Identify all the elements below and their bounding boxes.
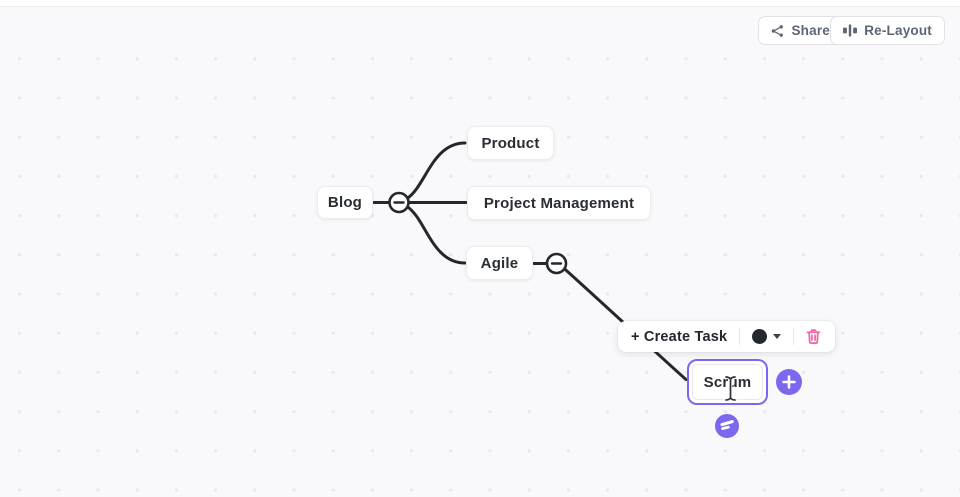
node-project-management[interactable]: Project Management bbox=[467, 186, 651, 220]
share-button-label: Share bbox=[791, 23, 830, 38]
distribute-columns-icon bbox=[843, 24, 858, 37]
plus-icon bbox=[782, 375, 796, 389]
collapse-button-blog[interactable] bbox=[388, 191, 410, 214]
node-scrum-selected[interactable]: Scrum bbox=[687, 359, 768, 405]
chevron-down-icon bbox=[773, 334, 782, 339]
node-label: Agile bbox=[480, 254, 519, 272]
trash-icon bbox=[806, 329, 821, 345]
share-button[interactable]: Share bbox=[758, 16, 843, 45]
node-agile[interactable]: Agile bbox=[466, 246, 533, 280]
toolbar-divider bbox=[793, 328, 795, 345]
share-nodes-icon bbox=[772, 24, 784, 37]
node-label: Project Management bbox=[483, 194, 635, 212]
node-color-picker[interactable] bbox=[740, 329, 793, 344]
color-swatch bbox=[752, 329, 768, 344]
node-label: Blog bbox=[327, 194, 363, 211]
collapse-button-agile[interactable] bbox=[545, 252, 568, 275]
relayout-button-label: Re-Layout bbox=[864, 23, 932, 38]
top-edge-strip bbox=[0, 0, 960, 7]
relayout-button[interactable]: Re-Layout bbox=[830, 16, 945, 45]
node-product[interactable]: Product bbox=[467, 126, 554, 160]
node-label: Scrum bbox=[703, 373, 752, 391]
add-child-button[interactable] bbox=[776, 369, 802, 395]
clickup-mark-badge[interactable] bbox=[715, 414, 739, 438]
node-label: Product bbox=[481, 134, 540, 152]
create-task-button[interactable]: + Create Task bbox=[631, 328, 728, 345]
node-blog[interactable]: Blog bbox=[317, 186, 373, 219]
node-toolbar: + Create Task bbox=[618, 321, 835, 352]
clickup-mark-icon bbox=[720, 420, 734, 430]
delete-node-button[interactable] bbox=[794, 328, 834, 345]
node-scrum-input[interactable]: Scrum bbox=[692, 364, 763, 400]
toolbar-divider bbox=[739, 328, 741, 345]
